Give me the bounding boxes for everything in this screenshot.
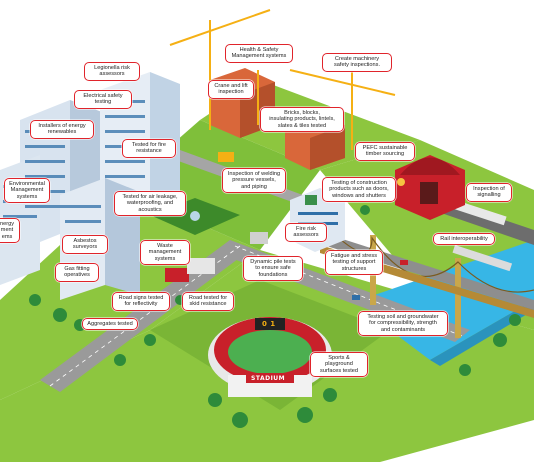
callout-asbestos: Asbestos surveyors (62, 235, 108, 254)
callout-crane-lift: Crane and lift inspection (208, 80, 254, 99)
scoreboard: 0 1 (262, 320, 276, 328)
callout-sports: Sports & playground surfaces tested (310, 352, 368, 378)
callout-construction-products: Testing of construction products such as… (322, 177, 396, 203)
callout-fatigue: Fatigue and stress testing of support st… (325, 250, 383, 276)
callout-road-signs: Road signs tested for reflectivity (112, 292, 170, 311)
callout-pefc: PEFC sustainable timber sourcing (355, 142, 415, 161)
callout-machinery: Create machinery safety inspections. (322, 53, 392, 72)
trees (29, 170, 521, 428)
callout-pile: Dynamic pile tests to ensure safe founda… (243, 256, 303, 282)
callout-soil: Testing soil and groundwater for compres… (358, 311, 448, 337)
callout-road-skid: Road tested for skid resistance (182, 292, 234, 311)
tower-cranes (169, 9, 396, 150)
callout-signalling: Inspection of signalling (466, 183, 512, 202)
callout-legionella: Legionella risk assessors (84, 62, 140, 81)
callout-rail: Rail interoperability (433, 233, 495, 246)
callout-hs-mgmt: Health & Safety Management systems (225, 44, 293, 63)
callout-fire-risk: Fire risk assessors (285, 223, 327, 242)
callout-electrical: Electrical safety testing (74, 90, 132, 109)
callout-energy-installers: Installers of energy renewables (30, 120, 94, 139)
callout-aggregates: Aggregates tested (82, 318, 138, 331)
stadium (208, 317, 332, 397)
railway-station (395, 155, 465, 220)
vehicles (165, 152, 408, 300)
road-main-diagonal (40, 240, 250, 392)
callout-welding: Inspection of welding pressure vessels, … (222, 168, 286, 194)
callout-air-leakage: Tested for air leakage, waterproofing, a… (114, 191, 186, 217)
callout-energy-left: nergy ment ems (0, 218, 20, 244)
stadium-sign: STADIUM (251, 375, 286, 382)
train-2 (452, 244, 513, 272)
callout-gas: Gas fitting operatives (55, 263, 99, 282)
river-edge (430, 300, 534, 366)
callout-fire-resistance: Tested for fire resistance (122, 139, 176, 158)
callout-bricks: Bricks, blocks, insulating products, lin… (260, 107, 344, 133)
callout-waste: Waste management systems (140, 240, 190, 266)
fountain (190, 211, 200, 221)
callout-env-mgmt: Environmental Management systems (4, 178, 50, 204)
